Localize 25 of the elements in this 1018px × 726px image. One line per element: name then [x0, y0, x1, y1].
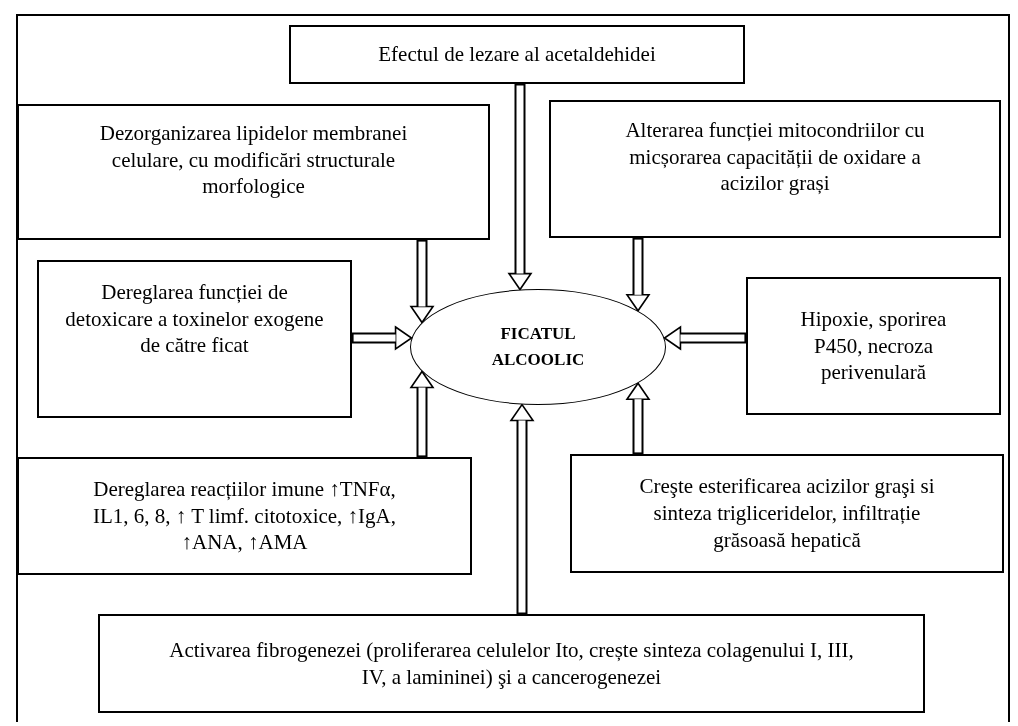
block-arrow — [626, 382, 650, 454]
block-arrow — [352, 326, 413, 350]
node-text: Hipoxie, sporirea P450, necroza perivenulară — [799, 305, 948, 387]
node-text: Dereglarea funcției de detoxicare a toxinelor exogene de către ficat — [64, 278, 325, 360]
node-text: Alterarea funcției mitocondriilor cu micșorarea capacității de oxidare a acizilor grași — [624, 116, 926, 198]
node-text: Dereglarea reacțiilor imune ↑TNFα, IL1, 6, 8, ↑ T limf. citotoxice, ↑IgA, ↑ANA, ↑AMA — [91, 475, 398, 557]
node-title: FICATUL ALCOOLIC — [490, 322, 586, 371]
text-box — [98, 614, 925, 713]
node-text: Activarea fibrogenezei (proliferarea celulelor Ito, crește sinteza colagenului I, III, IV, a lamininei) şi a cancerogenezei — [168, 636, 855, 691]
text-box — [746, 277, 1001, 415]
block-arrow — [410, 240, 434, 324]
block-arrow — [410, 370, 434, 457]
block-arrow — [510, 403, 534, 614]
text-box — [570, 454, 1004, 573]
text-box — [37, 260, 352, 418]
node-text: Efectul de lezare al acetaldehidei — [378, 41, 656, 68]
block-arrow — [508, 84, 532, 291]
block-arrow — [626, 238, 650, 312]
block-arrow — [663, 326, 746, 350]
text-box — [289, 25, 745, 84]
text-box — [17, 457, 472, 575]
node-text: Creşte esterificarea acizilor graşi si sinteza trigliceridelor, infiltrație grăsoasă hepatică — [638, 473, 936, 554]
text-box — [17, 104, 490, 240]
node-text: Dezorganizarea lipidelor membranei celulare, cu modificări structurale morfologice — [98, 119, 409, 201]
text-box — [549, 100, 1001, 238]
